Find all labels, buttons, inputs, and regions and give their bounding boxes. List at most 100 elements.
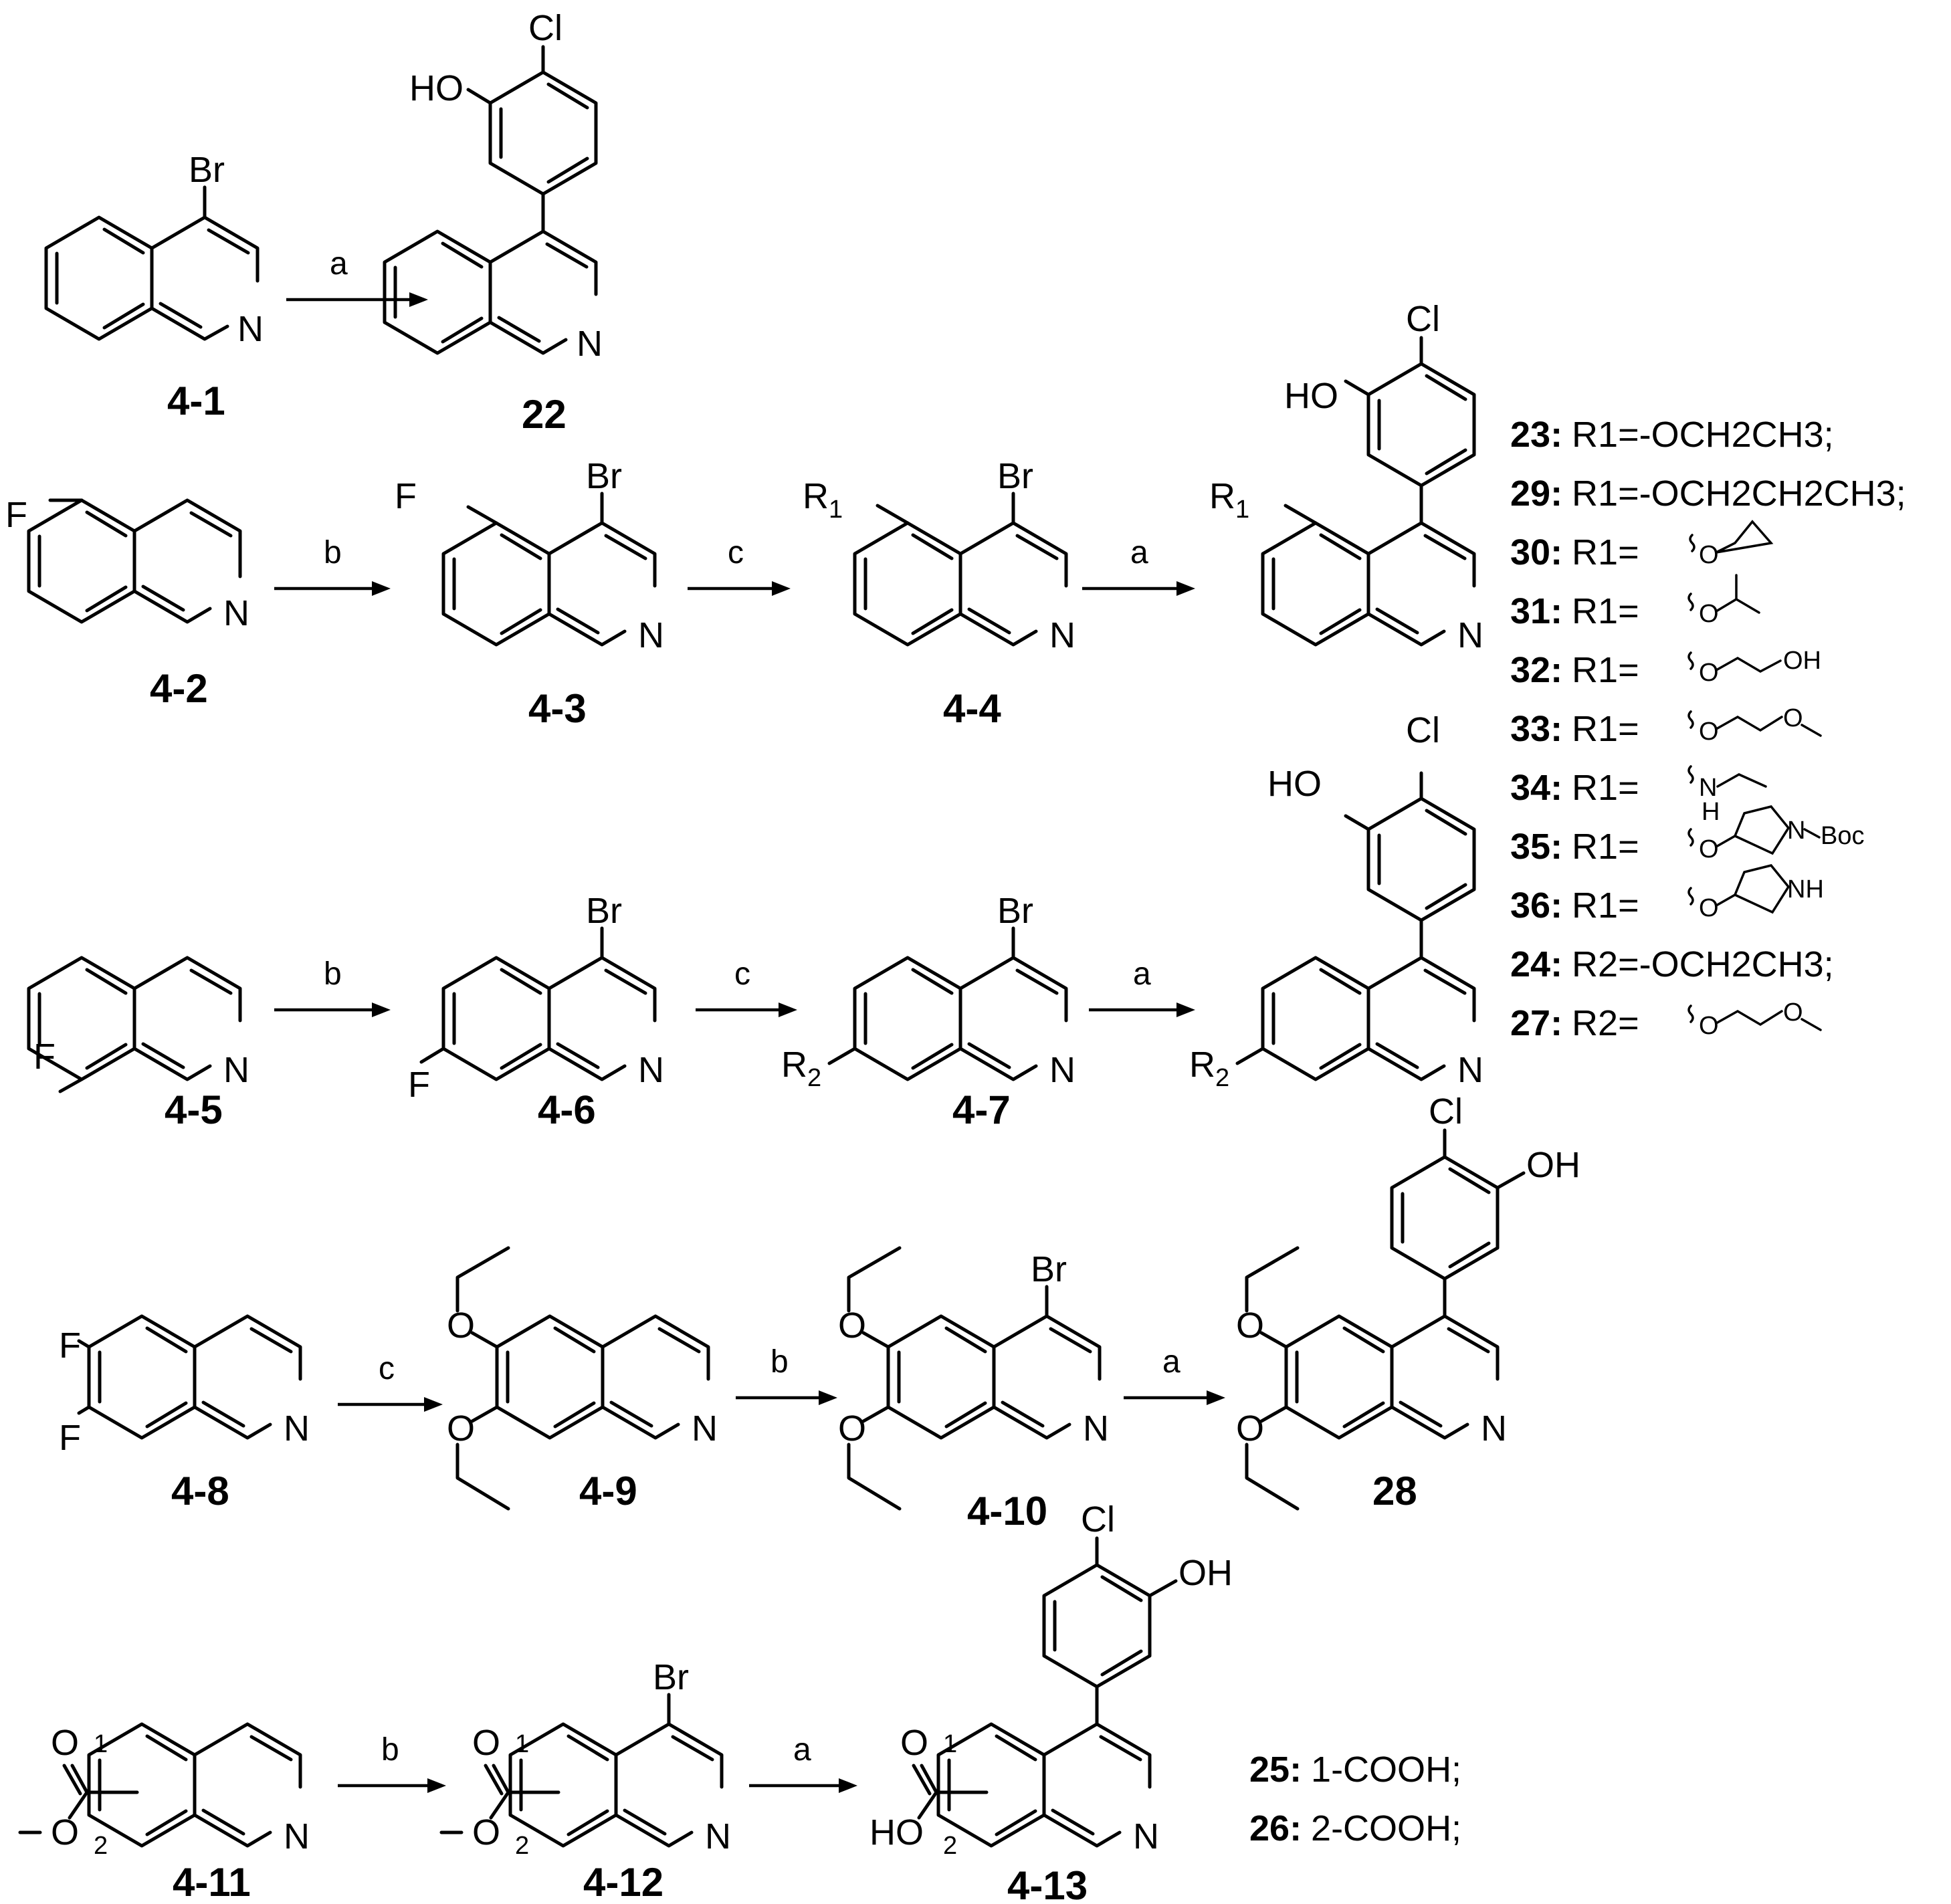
position-1: 1 — [943, 1730, 957, 1758]
atom-f: F — [59, 1418, 81, 1458]
condition-a: a — [1162, 1344, 1180, 1380]
atom-f: F — [408, 1065, 430, 1105]
substituent-33: O O — [1699, 704, 1822, 746]
reaction-arrow-row5-a: a — [749, 1732, 857, 1793]
substituent-35: O N Boc — [1699, 805, 1864, 863]
substituent-30: O — [1699, 520, 1774, 569]
atom-ho: HO — [1284, 376, 1338, 416]
atom-n: N — [284, 1816, 310, 1857]
atom-o: O — [838, 1408, 866, 1449]
atom-r2: R2 — [1189, 1045, 1229, 1092]
r-group-legend: 23:R1=-OCH2CH3; 29:R1=-OCH2CH2CH3; 30:R1… — [1510, 415, 1906, 1043]
svg-text:O: O — [1699, 894, 1719, 922]
substituent-31: O — [1699, 574, 1760, 628]
atom-br: Br — [1031, 1249, 1067, 1289]
atom-br: Br — [586, 891, 622, 931]
condition-a: a — [1133, 956, 1151, 992]
compound-4-6: Br F N 4-6 — [408, 891, 664, 1132]
reaction-arrow-row5-b: b — [338, 1732, 446, 1793]
atom-r2: R2 — [781, 1045, 821, 1092]
position-2: 2 — [94, 1832, 108, 1860]
legend-35: 35:R1= — [1510, 827, 1639, 867]
atom-n: N — [223, 1050, 249, 1090]
atom-br: Br — [586, 456, 622, 496]
compound-4-4: Br R1 N 4-4 — [803, 456, 1075, 731]
reaction-arrow-row4-b: b — [736, 1344, 837, 1405]
position-1: 1 — [515, 1730, 529, 1758]
atom-o: O — [447, 1408, 475, 1449]
compound-label-4-11: 4-11 — [173, 1860, 251, 1904]
reaction-arrow-row2-c: c — [688, 535, 791, 596]
acid-legend: 25:1-COOH; 26:2-COOH; — [1249, 1750, 1461, 1848]
condition-c: c — [379, 1351, 395, 1386]
atom-cl: Cl — [1081, 1499, 1115, 1540]
atom-o: O — [838, 1305, 866, 1346]
substituent-36: O NH — [1699, 864, 1824, 922]
compound-label-4-8: 4-8 — [171, 1469, 229, 1513]
atom-oh: OH — [1526, 1145, 1580, 1185]
reaction-arrow-row4-c: c — [338, 1351, 443, 1412]
atom-cl: Cl — [528, 8, 562, 48]
legend-31: 31:R1= — [1510, 591, 1639, 631]
atom-o: O — [51, 1723, 79, 1763]
reaction-arrow-row3-b: b — [274, 956, 391, 1017]
condition-a: a — [330, 246, 348, 282]
atom-f: F — [395, 476, 417, 516]
compound-label-4-5: 4-5 — [165, 1087, 223, 1132]
compound-label-4-4: 4-4 — [943, 686, 1001, 731]
legend-27: 27:R2= — [1510, 1003, 1639, 1043]
svg-text:OH: OH — [1783, 647, 1821, 675]
position-2: 2 — [943, 1832, 957, 1860]
legend-32: 32:R1= — [1510, 650, 1639, 690]
compound-label-4-13: 4-13 — [1007, 1863, 1088, 1904]
atom-o: O — [447, 1305, 475, 1346]
atom-n: N — [1481, 1408, 1507, 1449]
legend-25: 25:1-COOH; — [1249, 1750, 1461, 1790]
position-2: 2 — [515, 1832, 529, 1860]
compound-label-4-12: 4-12 — [583, 1860, 663, 1904]
atom-n: N — [1457, 1050, 1483, 1090]
atom-o: O — [51, 1812, 79, 1853]
reaction-arrow-row3-c: c — [696, 956, 797, 1017]
compound-4-5: F N 4-5 — [27, 956, 249, 1132]
atom-cl: Cl — [1406, 710, 1440, 750]
reaction-arrow-row4-a: a — [1124, 1344, 1225, 1405]
substituent-32: O OH — [1699, 647, 1821, 687]
atom-n: N — [223, 593, 249, 633]
legend-34: 34:R1= — [1510, 768, 1639, 808]
condition-b: b — [324, 535, 342, 570]
svg-text:Boc: Boc — [1821, 822, 1864, 850]
compound-label-4-7: 4-7 — [952, 1087, 1011, 1132]
atom-br: Br — [997, 456, 1033, 496]
reaction-arrow-row2-b: b — [274, 535, 391, 596]
compound-4-10: Br O O N 4-10 — [838, 1246, 1109, 1533]
atom-n: N — [1049, 1050, 1075, 1090]
compound-label-28: 28 — [1372, 1469, 1417, 1513]
compound-22: Cl HO N 22 — [383, 8, 603, 437]
compound-4-1: Br N 4-1 — [44, 150, 264, 423]
compound-4-7: Br R2 N 4-7 — [781, 891, 1075, 1132]
compound-4-3: Br F N 4-3 — [395, 456, 664, 731]
condition-c: c — [728, 535, 744, 570]
svg-text:O: O — [1699, 600, 1719, 628]
compound-4-13: Cl OH O HO 1 2 N 4-13 — [869, 1499, 1233, 1904]
svg-text:O: O — [1699, 541, 1719, 569]
condition-b: b — [771, 1344, 789, 1380]
compound-4-9: O O N 4-9 — [447, 1246, 718, 1513]
atom-n: N — [1133, 1816, 1159, 1857]
condition-a: a — [793, 1732, 811, 1768]
atom-ho: HO — [409, 68, 464, 108]
atom-br: Br — [189, 150, 225, 190]
reaction-arrow-row3-a: a — [1089, 956, 1195, 1017]
atom-o: O — [472, 1812, 500, 1853]
legend-26: 26:2-COOH; — [1249, 1808, 1461, 1848]
compound-4-12: Br O O 1 2 N 4-12 — [439, 1657, 731, 1904]
svg-text:N: N — [1787, 817, 1805, 845]
compound-28: Cl OH O O N 28 — [1236, 1091, 1580, 1513]
atom-n: N — [237, 309, 264, 349]
atom-cl: Cl — [1406, 299, 1440, 339]
compound-label-22: 22 — [522, 392, 567, 437]
reaction-arrow-row1: a — [286, 246, 428, 307]
svg-text:O: O — [1783, 704, 1803, 732]
atom-o: O — [1236, 1408, 1264, 1449]
